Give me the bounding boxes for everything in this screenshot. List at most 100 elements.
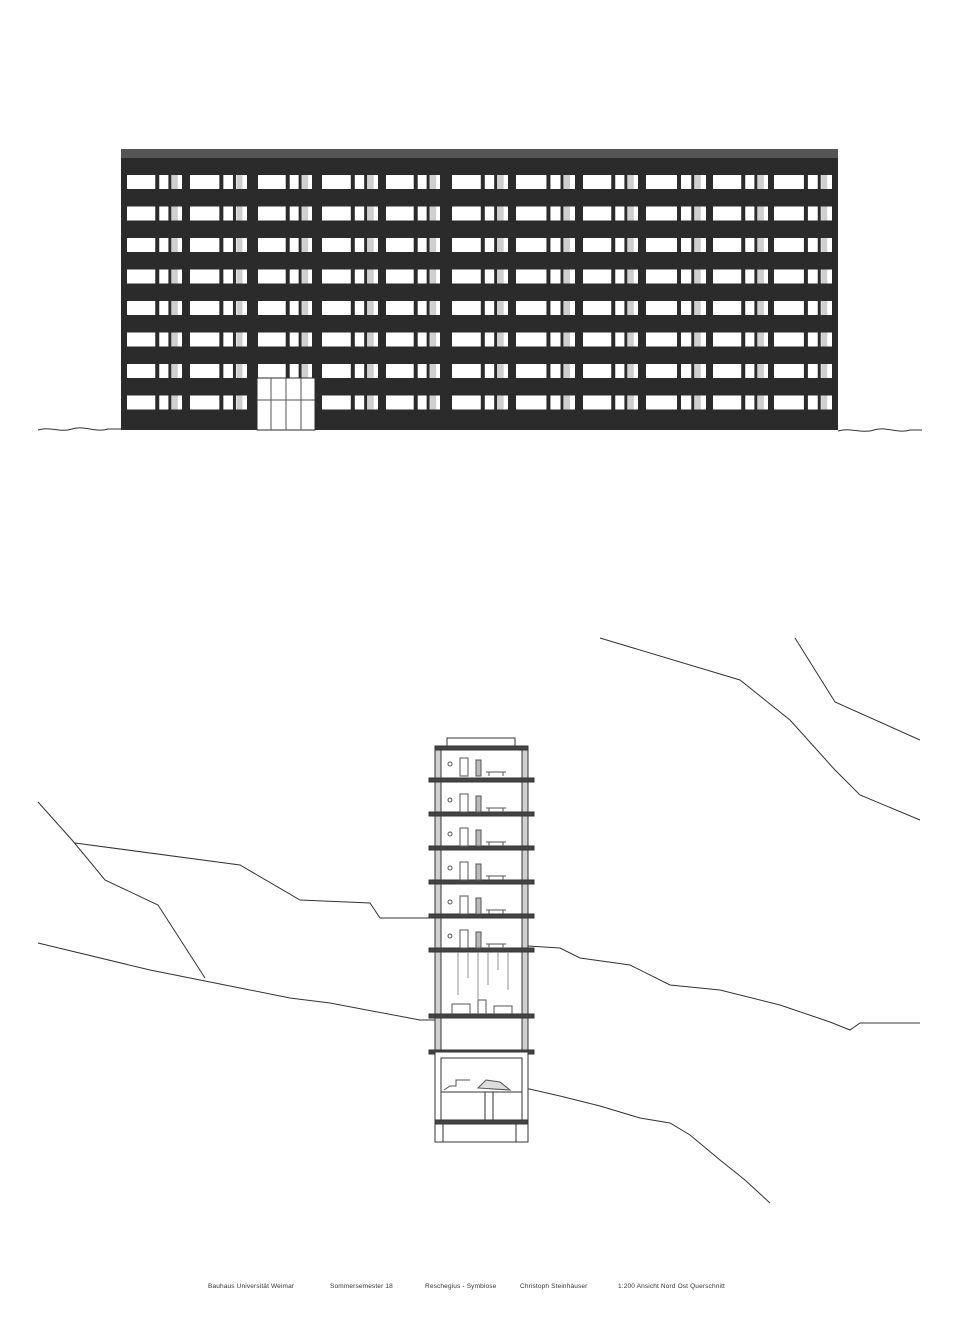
elevation-window <box>774 364 832 378</box>
elevation-window <box>774 332 832 347</box>
window-shade <box>171 238 178 252</box>
elevation-drawing <box>37 149 922 432</box>
elevation-window <box>386 301 440 315</box>
elevation-window <box>516 269 575 284</box>
elevation-window <box>774 269 832 284</box>
elevation-window <box>774 206 832 221</box>
section-person <box>447 761 453 767</box>
section-basement-room-2 <box>492 1091 523 1121</box>
elevation-window <box>713 301 768 315</box>
window-shade <box>236 206 243 221</box>
terrain-lines <box>37 637 921 1204</box>
elevation-window <box>127 269 182 284</box>
window-shade <box>564 395 571 410</box>
window-shade <box>367 332 374 347</box>
window-shade <box>430 175 437 189</box>
window-shade <box>430 332 437 347</box>
terrain-line-upper-right-2 <box>794 637 921 741</box>
elevation-window <box>646 332 706 347</box>
window-shade <box>302 332 309 347</box>
elevation-window <box>127 175 182 189</box>
window-shade <box>564 206 571 221</box>
section-foundation-right <box>515 1123 529 1143</box>
window-shade <box>821 395 828 410</box>
section-right-wall <box>521 749 529 1053</box>
elevation-window <box>190 269 247 284</box>
elevation-window <box>322 175 378 189</box>
terrain-line-right-1 <box>527 945 920 1031</box>
title-block: Bauhaus Universität Weimar Sommersemeste… <box>0 1283 960 1297</box>
elevation-window <box>452 332 508 347</box>
window-shade <box>367 206 374 221</box>
window-shade <box>821 175 828 189</box>
elevation-window <box>322 301 378 315</box>
window-shade <box>430 395 437 410</box>
elevation-window <box>713 238 768 252</box>
window-shade <box>430 301 437 315</box>
elevation-window <box>774 238 832 252</box>
elevation-window <box>646 238 706 252</box>
elevation-window <box>452 395 508 410</box>
elevation-window <box>258 206 312 221</box>
elevation-window <box>452 238 508 252</box>
elevation-window <box>386 206 440 221</box>
elevation-window <box>452 175 508 189</box>
window-shade <box>171 175 178 189</box>
section-building <box>428 737 535 1143</box>
window-shade <box>757 301 764 315</box>
section-shelf <box>475 829 482 847</box>
elevation-window <box>322 364 378 378</box>
section-door <box>459 827 469 847</box>
window-shade <box>236 364 243 378</box>
window-shade <box>564 301 571 315</box>
section-door <box>459 895 469 915</box>
section-shelf <box>475 759 482 777</box>
elevation-window <box>713 332 768 347</box>
elevation-window <box>258 364 312 378</box>
window-shade <box>564 175 571 189</box>
window-shade <box>430 364 437 378</box>
window-shade <box>497 395 504 410</box>
elevation-window <box>322 269 378 284</box>
elevation-window <box>322 238 378 252</box>
window-shade <box>694 175 701 189</box>
elevation-window <box>583 269 638 284</box>
elevation-window <box>646 175 706 189</box>
elevation-window <box>386 332 440 347</box>
window-shade <box>236 332 243 347</box>
elevation-window <box>713 269 768 284</box>
section-door <box>459 929 469 949</box>
elevation-window <box>516 395 575 410</box>
window-shade <box>302 269 309 284</box>
window-shade <box>821 301 828 315</box>
elevation-window <box>516 364 575 378</box>
elevation-window <box>646 206 706 221</box>
window-shade <box>171 301 178 315</box>
section-roof-slab <box>434 745 529 751</box>
section-basement-vehicle <box>476 1079 512 1091</box>
elevation-window <box>322 332 378 347</box>
elevation-window <box>646 364 706 378</box>
section-person <box>447 831 453 837</box>
window-shade <box>236 395 243 410</box>
section-person <box>447 933 453 939</box>
section-person <box>447 797 453 803</box>
section-hall-pendants <box>457 952 509 1000</box>
elevation-window <box>452 206 508 221</box>
window-shade <box>302 238 309 252</box>
window-shade <box>627 238 634 252</box>
elevation-facade <box>121 158 838 430</box>
window-shade <box>497 364 504 378</box>
elevation-window <box>127 238 182 252</box>
section-slab <box>428 1013 535 1019</box>
elevation-window <box>516 332 575 347</box>
elevation-window <box>516 175 575 189</box>
window-shade <box>497 175 504 189</box>
elevation-window <box>583 364 638 378</box>
window-shade <box>171 332 178 347</box>
window-shade <box>430 238 437 252</box>
elevation-window <box>583 301 638 315</box>
section-slab <box>428 811 535 817</box>
window-shade <box>821 206 828 221</box>
elevation-window <box>322 395 378 410</box>
